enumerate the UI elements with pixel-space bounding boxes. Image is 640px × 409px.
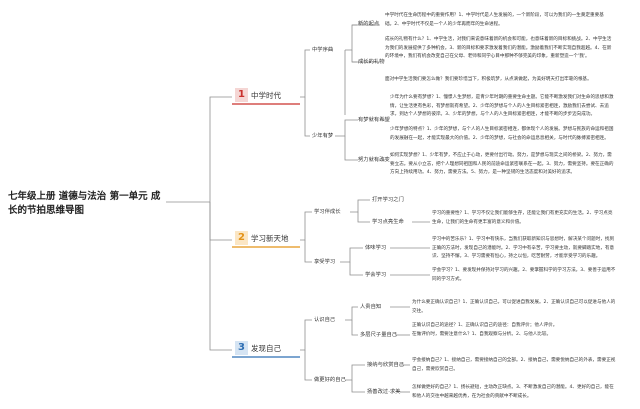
text-jiena-ziji: 学会接纳自己？1、接纳自己，需要接纳自己的全部。2、接纳自己，需要悦纳自己的外表… xyxy=(412,358,616,372)
text-shixian-mengxiang: 如何实现梦想？1、少年有梦，不应止于心动，更要付出行动。努力，是梦想与现实之间的… xyxy=(390,153,614,176)
unit3-branch-lines xyxy=(300,306,410,393)
topic-renshi-ziji: 认识自己 xyxy=(314,317,336,323)
trunk-lines xyxy=(166,96,232,351)
text-xuexi-zhongyao: 学习的重要性？1、学习不仅让我们能够生存，还能让我们有更充实的生活。2、学习点亮… xyxy=(432,211,613,225)
text-xuehui-xuexi: 学会学习？1、要发现并保持对学习的兴趣。2、要掌握科学的学习方法。3、要善于运用… xyxy=(432,268,616,282)
topic-xinde-qidian: 新的起点 xyxy=(358,21,380,27)
unit-2-number: 2 xyxy=(235,231,248,245)
topic-jienan: 接纳与欣赏自己 xyxy=(367,362,405,368)
text-genghao-ziji: 怎样做更好的自己？1、扬长避短，主动改正缺点。3、不断激发自己的潜能。4、更好的… xyxy=(412,385,614,399)
unit-2-label: 学习新天地 xyxy=(251,234,289,243)
topic-rendeng: 人贵自知 xyxy=(360,304,382,310)
text-shaonian-mengxiang: 少年为什么要有梦想？1、憧憬人生梦想，是青少年时期的重要生命主题。它能不断激发我… xyxy=(390,95,614,118)
topic-chengzhang-lihua: 成长的礼物 xyxy=(358,59,385,65)
topic-duojiaodu: 多层尺子量自己 xyxy=(360,332,398,338)
text-chengzhang-lihua: 成长的礼物有什么？1、中学生活，对我们来说意味着新的机会和可能，也意味着新的目标… xyxy=(385,37,612,60)
topic-feiyue: 扬善改过·求美 xyxy=(367,389,401,395)
topic-mengxiang: 有梦就有希望 xyxy=(358,117,390,123)
text-zhongxue-role: 中学时代在生命历程中的重要作用？1、中学时代是人生发展的，一个新阶段，可以为我们… xyxy=(385,13,604,27)
unit-3-number: 3 xyxy=(235,341,248,355)
mindmap-title: 七年级上册 道德与法治 第一单元 成长的节拍思维导图 xyxy=(8,191,161,216)
topic-zhongxue: 中学序曲 xyxy=(312,47,334,53)
text-pingjia-zhuyi: 在做评价时，需要注意什么？1、自我观察与分析。2、与他人比较。 xyxy=(412,332,552,337)
text-xuexi-kule: 学习中的苦乐乐？1、学习中有快乐，当我们获取新知识与思想时，解决某个问题时，找到… xyxy=(432,237,615,260)
topic-xiangshou: 享受学习 xyxy=(314,259,336,265)
topic-nuli: 努力就有改变 xyxy=(358,157,390,163)
topic-xuexi-shengming: 学习点亮生命 xyxy=(372,219,404,225)
topic-xuexi-chengzhang: 学习伴成长 xyxy=(314,209,341,215)
unit-1-label: 中学时代 xyxy=(251,91,281,100)
topic-shaonian-youmeng: 少年有梦 xyxy=(312,133,334,139)
topic-dakai-men: 打开学习之门 xyxy=(372,197,404,203)
topic-zuogenghao: 做更好的自己 xyxy=(314,377,346,383)
topic-tiwei: 体味学习 xyxy=(365,245,387,251)
text-zhengque-renshi: 为什么要正确认识自己？1、正确认识自己，可以促进自我发展。2、正确认识自己可以促… xyxy=(412,300,616,314)
topic-xuehui: 学会学习 xyxy=(365,272,387,278)
text-renshi-tujing: 正确认识自己的途径？1、正确认识自己的途径：自我评价；他人评价。 xyxy=(412,323,558,328)
text-mengxiang-tedian: 少年梦想的特点？1、少年的梦想，与个人的人生目标紧密相连，都体现个人的发展。梦想… xyxy=(390,127,614,141)
unit-1-number: 1 xyxy=(235,88,248,102)
unit2-branch-lines xyxy=(300,199,430,276)
text-mianduizhongxue: 面对中学生活我们要怎么做？我们要珍惜当下，积极筑梦，从点滴做起，为美好明天打出牢… xyxy=(385,77,592,82)
unit1-branch-lines xyxy=(300,24,385,161)
unit-3-label: 发现自己 xyxy=(251,344,281,353)
